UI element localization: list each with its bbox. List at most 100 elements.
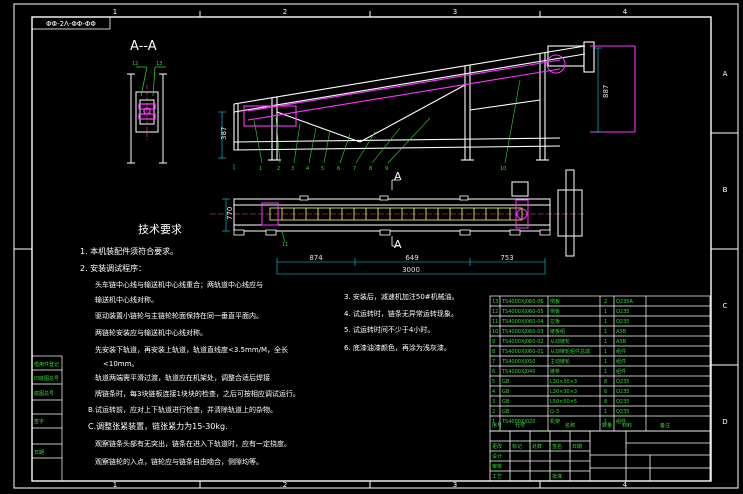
parts-cell-qty: 1 (604, 339, 607, 345)
parts-cell-qty: 1 (604, 329, 607, 335)
note-line: 2. 安装调试程序： (80, 263, 146, 273)
title-cell: 签名 (552, 443, 562, 450)
parts-cell-name: 主动链轮 (550, 358, 570, 365)
parts-cell-name: 从动链轮 (550, 338, 570, 345)
plan-view: 770 874 649 753 3000 11 A (210, 169, 585, 275)
parts-cell-name: 拉板 (550, 318, 560, 325)
parts-cell-material: 组件 (616, 418, 626, 425)
section-part-label: 12 (132, 61, 138, 67)
parts-cell-name: 侧板 (550, 298, 560, 305)
technical-notes: 技术要求 1. 本机装配件须符合要求。 2. 安装调试程序： 头车链中心线与输送… (80, 223, 459, 466)
parts-cell-no: 9 (492, 339, 495, 345)
parts-header-cell: 名称 (565, 422, 575, 429)
parts-cell-code: TS4000XJ060-03 (501, 329, 544, 335)
grid-row-label: D (722, 418, 727, 426)
parts-cell-name: 从动链轮组件总成 (550, 348, 590, 355)
grid-col-label: 2 (283, 8, 287, 16)
parts-cell-no: 6 (492, 369, 495, 375)
parts-cell-material: Q235 (616, 389, 629, 395)
plan-dim-1: 874 (309, 254, 323, 262)
parts-cell-code: GB (502, 409, 510, 415)
note-line: 5. 试运转时间不少于4小时。 (344, 325, 434, 334)
title-cell: 设计 (492, 453, 502, 460)
callout-4: 4 (306, 166, 309, 172)
note-line: 3. 安装后，减速机加注50#机械油。 (344, 292, 459, 301)
title-cell: 日期 (572, 444, 582, 450)
stamp-label: 日期 (34, 450, 44, 456)
grid-col-label: 3 (453, 481, 457, 489)
parts-cell-material: A3B (616, 329, 627, 335)
note-line: C.调整张紧装置，链张紧力为15-30kg. (88, 421, 228, 431)
title-cell: 处数 (532, 443, 542, 450)
note-line: 1. 本机装配件须符合要求。 (80, 246, 178, 256)
note-line: 观察链条头部有无突出，链条在进入下轨道时，应有一定挠度。 (95, 439, 291, 448)
stamp-label: 旧底图总号 (34, 375, 59, 382)
parts-cell-code: TS4000XJ050 (501, 359, 535, 365)
plan-dim-2: 649 (405, 254, 418, 262)
parts-cell-qty: 1 (604, 349, 607, 355)
parts-cell-qty: 1 (604, 369, 607, 375)
parts-cell-code: TS4000XJ060-02 (501, 339, 544, 345)
callout-8: 8 (369, 166, 372, 172)
note-line: 驱动装置小链轮与主链轮轮面保持在同一垂直平面内。 (95, 311, 263, 320)
plan-dim-left: 770 (226, 207, 234, 220)
parts-cell-name: L30×30×3 (550, 379, 577, 385)
parts-cell-qty: 1 (604, 419, 607, 425)
elevation-view: 387 887 1 2 3 4 5 6 7 8 9 10 (218, 41, 636, 190)
grid-col-label: 1 (113, 481, 117, 489)
parts-header-cell: 序号 (492, 422, 502, 429)
callout-11: 11 (282, 242, 288, 248)
note-line: 轨道两端需平滑过渡，轨道应在机架处，调整合适后焊接 (95, 373, 270, 382)
parts-header-cell: 备注 (660, 422, 670, 429)
grid-col-label: 4 (623, 8, 628, 16)
grid-col-label: 1 (113, 8, 117, 16)
title-cell: 工艺 (492, 474, 502, 480)
parts-cell-material: Q235A (616, 299, 633, 305)
parts-cell-material: 组件 (616, 348, 626, 355)
note-line: 输送机中心线对称。 (95, 295, 158, 304)
section-marker-top: A (394, 170, 402, 183)
parts-cell-no: 5 (492, 379, 495, 385)
sheet-frame (13, 3, 739, 489)
title-cell: 标记 (512, 443, 522, 450)
note-line: 先安装下轨道，再安装上轨道，轨道直线度<3.5mm/M，全长 (95, 345, 288, 354)
parts-cell-material: Q235 (616, 319, 629, 325)
parts-cell-name: 侧板 (550, 308, 560, 315)
section-part-label: 13 (156, 61, 162, 67)
stamp-label: 签字 (34, 418, 44, 425)
callout-9: 9 (385, 166, 388, 172)
parts-cell-code: TS4000XJ060-05 (501, 309, 544, 315)
parts-cell-name: 链条 (550, 368, 560, 375)
parts-header-cell: 数量 (602, 422, 612, 429)
callout-10: 10 (500, 166, 506, 172)
parts-cell-qty: 1 (604, 309, 607, 315)
parts-cell-qty: 1 (604, 319, 607, 325)
parts-cell-name: L30×30×3 (550, 389, 577, 395)
grid-col-label: 3 (453, 8, 457, 16)
parts-cell-code: GB (502, 389, 510, 395)
parts-cell-no: 2 (492, 409, 495, 415)
grid-col-label: 4 (623, 481, 628, 489)
parts-cell-qty: 1 (604, 359, 607, 365)
notes-heading: 技术要求 (138, 223, 182, 236)
note-line: B.试运转前，应对上下轨道进行检查，并清除轨道上的杂物。 (88, 405, 277, 414)
title-block: 更改 标记 处数 签名 日期 设计 审核 工艺 批准 (489, 430, 711, 482)
parts-header-cell: 代号 (515, 422, 525, 429)
parts-cell-code: GB (502, 379, 510, 385)
parts-cell-no: 1 (492, 419, 495, 425)
note-line: 牌链条时，每3块链板连接1块块的检查，之后可按相应调试运行。 (95, 389, 300, 398)
parts-cell-code: GB (502, 399, 510, 405)
parts-cell-material: Q235 (616, 409, 629, 415)
parts-cell-code: TS4000XJ060-04 (501, 319, 544, 325)
parts-cell-code: TS4000XJ040 (501, 369, 535, 375)
parts-cell-no: 12 (492, 309, 498, 315)
title-cell: 批准 (552, 473, 562, 480)
parts-cell-material: 组件 (616, 358, 626, 365)
callout-7: 7 (353, 166, 356, 172)
parts-cell-no: 7 (492, 359, 495, 365)
note-line: 4. 试运转时，链条无异常运转现象。 (344, 309, 458, 318)
corner-stamp-text: ΦΦ-2Λ-ΦΦ-ΦΦ (46, 20, 96, 28)
